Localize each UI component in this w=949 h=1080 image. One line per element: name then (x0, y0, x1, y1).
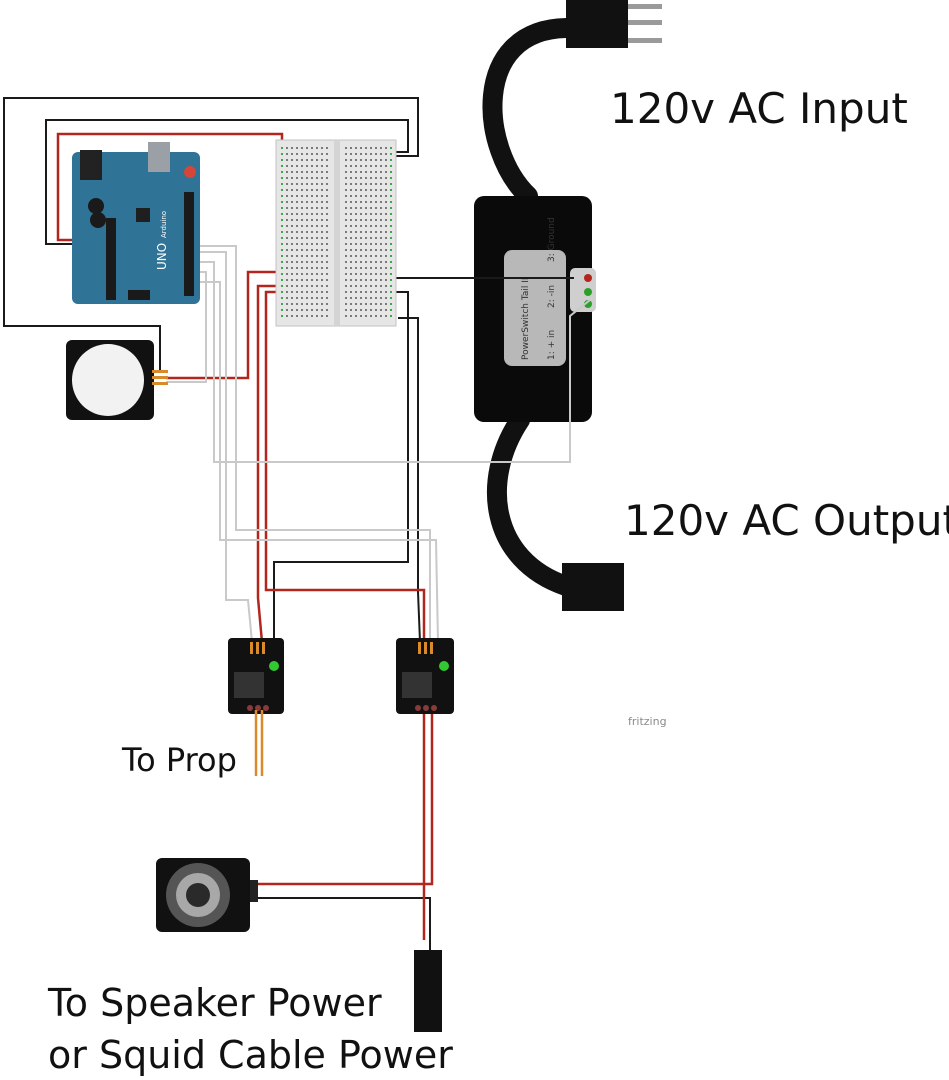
breadboard (275, 139, 397, 327)
pir-sensor (66, 340, 168, 420)
prop-leads (254, 710, 264, 776)
arduino-brand-label: Arduino (160, 211, 168, 238)
ac-output-label: 120v AC Output (624, 496, 949, 545)
ac-input-plug (566, 0, 662, 48)
powerswitch-name: PowerSwitch Tail II (521, 277, 531, 360)
wires-red (56, 132, 434, 940)
relay-module-1 (228, 638, 284, 714)
to-prop-label: To Prop (122, 741, 237, 779)
squid-cable-label: or Squid Cable Power (48, 1033, 453, 1077)
ac-output-plug (562, 563, 624, 611)
wires-white (166, 245, 591, 643)
powerswitch-pin3: 3: Ground (547, 217, 557, 262)
wires-black (3, 97, 574, 950)
fritzing-watermark: fritzing (628, 715, 667, 728)
arduino-uno: UNO Arduino (72, 142, 200, 304)
relay-module-2 (396, 638, 454, 714)
ac-input-label: 120v AC Input (610, 84, 908, 133)
powerswitch-pin2: 2: -in (547, 285, 557, 308)
powerswitch-pin1: 1: + in (547, 330, 557, 360)
arduino-board-label: UNO (155, 243, 169, 270)
ac-input-cord (482, 18, 576, 206)
speaker-power-label: To Speaker Power (48, 981, 382, 1025)
breadboard-holes (281, 147, 392, 317)
ac-output-cord (486, 410, 576, 596)
speaker (156, 858, 258, 932)
dc-barrel-jack (414, 950, 442, 1032)
